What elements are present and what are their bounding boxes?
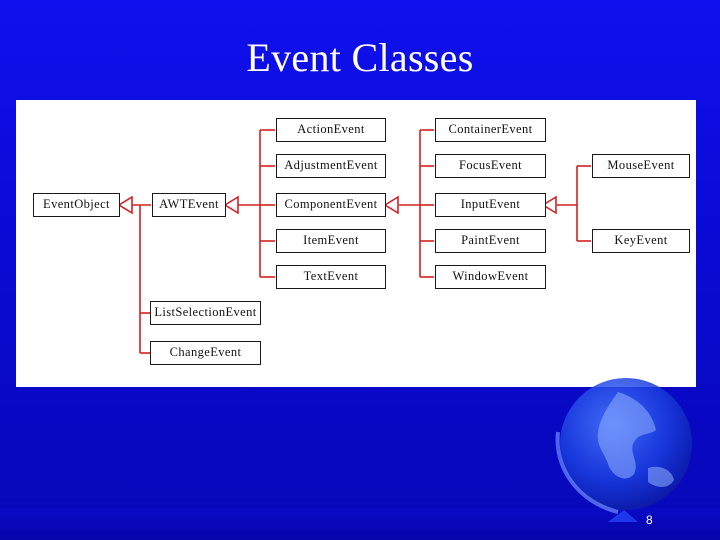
class-box-focus-event: FocusEvent — [435, 154, 546, 178]
class-box-item-event: ItemEvent — [276, 229, 386, 253]
class-box-event-object: EventObject — [33, 193, 120, 217]
class-box-text-event: TextEvent — [276, 265, 386, 289]
class-box-awt-event: AWTEvent — [152, 193, 226, 217]
generalization-arrow — [223, 195, 239, 215]
class-box-mouse-event: MouseEvent — [592, 154, 690, 178]
class-box-container-event: ContainerEvent — [435, 118, 546, 142]
class-box-component-event: ComponentEvent — [276, 193, 386, 217]
generalization-arrow — [383, 195, 399, 215]
class-box-adjustment-event: AdjustmentEvent — [276, 154, 386, 178]
page-number: 8 — [646, 513, 653, 527]
slide-title: Event Classes — [246, 35, 474, 80]
class-box-action-event: ActionEvent — [276, 118, 386, 142]
class-box-input-event: InputEvent — [435, 193, 546, 217]
generalization-arrow — [541, 195, 557, 215]
class-box-window-event: WindowEvent — [435, 265, 546, 289]
class-diagram-panel: EventObject AWTEvent ListSelectionEvent … — [16, 100, 696, 387]
class-box-paint-event: PaintEvent — [435, 229, 546, 253]
class-box-list-selection-event: ListSelectionEvent — [150, 301, 261, 325]
class-box-change-event: ChangeEvent — [150, 341, 261, 365]
bottom-bar — [0, 508, 720, 540]
class-box-key-event: KeyEvent — [592, 229, 690, 253]
inheritance-connectors — [117, 129, 591, 354]
generalization-arrow — [117, 195, 133, 215]
globe-icon — [555, 378, 692, 522]
